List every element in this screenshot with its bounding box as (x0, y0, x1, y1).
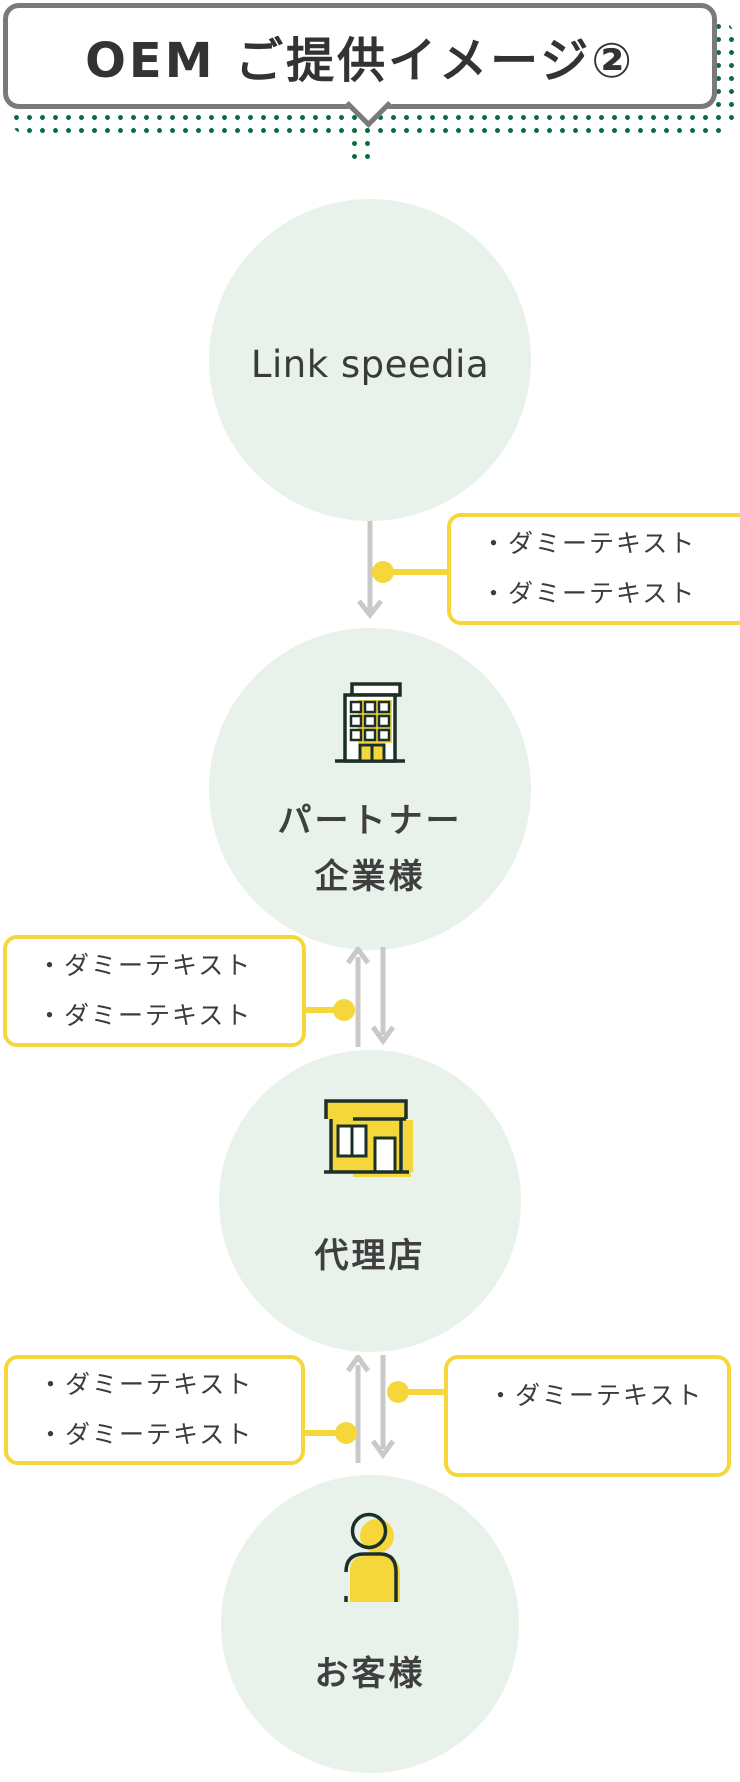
callout-connector (383, 569, 447, 575)
node-label: Link speedia (250, 342, 490, 386)
up-down-arrows-icon (345, 947, 396, 1047)
node-content: パートナー 企業様 (278, 677, 463, 905)
node-label: お客様 (314, 1654, 426, 1694)
node-content: お客様 (315, 1510, 426, 1702)
node-label: 企業様 (314, 857, 426, 897)
callout-text: ・ダミーテキスト (37, 1001, 253, 1030)
callout-1: ・ダミーテキスト ・ダミーテキスト (447, 513, 740, 625)
down-arrow-icon (357, 521, 383, 620)
callout-connector (305, 1430, 346, 1436)
node-content: 代理店 (315, 1098, 426, 1284)
callout-text: ・ダミーテキスト (481, 529, 697, 558)
connector-dot (387, 1381, 409, 1403)
node-label: 代理店 (314, 1236, 426, 1276)
connector-dot (335, 1422, 357, 1444)
callout-text: ・ダミーテキスト (481, 579, 697, 608)
node-partner: パートナー 企業様 (209, 628, 531, 950)
callout-text: ・ダミーテキスト (38, 1370, 254, 1399)
page-title: OEM ご提供イメージ② (85, 33, 635, 89)
connector-dot (333, 999, 355, 1021)
person-icon (336, 1510, 404, 1606)
node-agency: 代理店 (219, 1050, 521, 1352)
callout-connector (398, 1389, 444, 1395)
callout-2: ・ダミーテキスト ・ダミーテキスト (3, 935, 306, 1047)
node-customer: お客様 (221, 1475, 519, 1773)
callout-text: ・ダミーテキスト (38, 1420, 254, 1449)
node-label: パートナー (277, 801, 463, 841)
building-icon (334, 677, 406, 769)
store-icon (323, 1098, 417, 1182)
callout-text: ・ダミーテキスト (488, 1381, 704, 1410)
callout-4: ・ダミーテキスト (444, 1355, 731, 1477)
callout-connector (302, 1007, 344, 1013)
up-down-arrows-icon (345, 1355, 396, 1463)
connector-dot (372, 561, 394, 583)
node-link-speedia: Link speedia (209, 199, 531, 521)
callout-text: ・ダミーテキスト (37, 951, 253, 980)
callout-3: ・ダミーテキスト ・ダミーテキスト (4, 1355, 305, 1465)
